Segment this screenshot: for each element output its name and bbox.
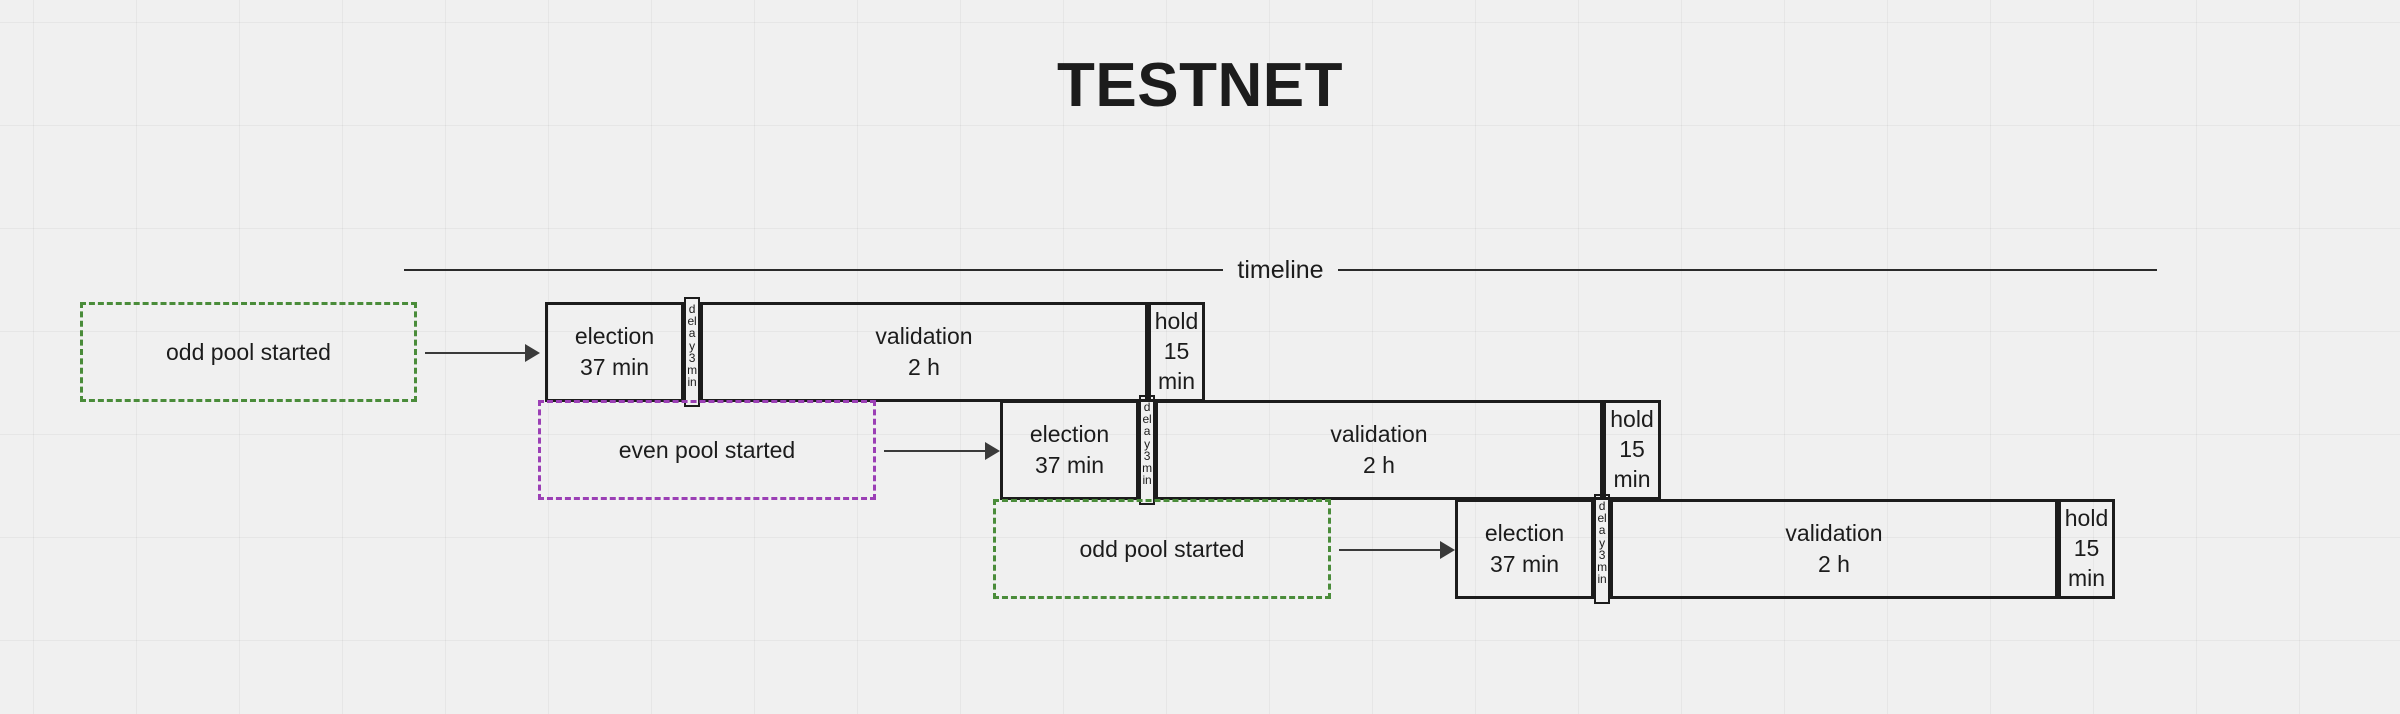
arrow-line [1339, 549, 1441, 551]
phase-duration-value: 15 [1163, 338, 1190, 365]
phase-duration: 37 min [1034, 452, 1105, 478]
phase-election-3[interactable]: election 37 min [1455, 499, 1594, 599]
phase-delay-label: delay 3 min [1142, 400, 1152, 488]
phase-name: validation [875, 322, 973, 349]
pool-note-label: even pool started [618, 436, 796, 463]
pool-note-even-2[interactable]: even pool started [538, 400, 876, 500]
phase-delay-2[interactable]: delay 3 min [1139, 395, 1155, 505]
phase-delay-label: delay 3 min [1597, 499, 1607, 587]
phase-duration: 37 min [579, 354, 650, 380]
phase-duration: 37 min [1489, 551, 1560, 577]
phase-name: hold [1610, 406, 1654, 433]
arrow-line [425, 352, 526, 354]
timeline-row-1: odd pool started election 37 min delay 3… [0, 297, 2400, 407]
phase-name: validation [1785, 519, 1883, 546]
phase-name: hold [2064, 505, 2109, 532]
phase-validation-1[interactable]: validation 2 h [700, 302, 1148, 402]
phase-name: validation [1330, 420, 1428, 447]
pool-note-odd-3[interactable]: odd pool started [993, 499, 1331, 599]
phase-validation-3[interactable]: validation 2 h [1610, 499, 2058, 599]
page-title: TESTNET [1057, 51, 1343, 120]
arrow-head-icon [1440, 541, 1455, 559]
pool-note-odd-1[interactable]: odd pool started [80, 302, 417, 402]
phase-duration-unit: min [1613, 465, 1651, 492]
phase-hold-2[interactable]: hold 15 min [1603, 400, 1661, 500]
arrow-line [884, 450, 986, 452]
arrow-to-election-1 [425, 344, 540, 362]
arrow-head-icon [985, 442, 1000, 460]
phase-name: hold [1154, 308, 1199, 335]
timeline-row-3: odd pool started election 37 min delay 3… [0, 494, 2400, 604]
phase-duration-unit: min [1157, 367, 1196, 394]
phase-hold-3[interactable]: hold 15 min [2058, 499, 2115, 599]
timeline-rule-left [404, 269, 1224, 271]
phase-duration-unit: min [2067, 564, 2106, 591]
phase-duration-value: 15 [1619, 436, 1645, 463]
phase-name: election [1484, 519, 1565, 546]
arrow-to-election-3 [1339, 541, 1455, 559]
phase-delay-1[interactable]: delay 3 min [684, 297, 700, 407]
timeline-axis: timeline [404, 255, 2157, 284]
phase-duration: 2 h [1363, 452, 1395, 478]
phase-hold-1[interactable]: hold 15 min [1148, 302, 1205, 402]
phase-duration: 2 h [908, 354, 940, 380]
phase-election-1[interactable]: election 37 min [545, 302, 684, 402]
phase-election-2[interactable]: election 37 min [1000, 400, 1139, 500]
arrow-head-icon [525, 344, 540, 362]
phase-validation-2[interactable]: validation 2 h [1155, 400, 1603, 500]
phase-duration-value: 15 [2073, 535, 2100, 562]
arrow-to-election-2 [884, 442, 1000, 460]
phase-name: election [574, 322, 655, 349]
timeline-label: timeline [1237, 255, 1324, 284]
phase-name: election [1029, 420, 1110, 447]
phase-delay-label: delay 3 min [687, 302, 697, 390]
pool-note-label: odd pool started [1079, 535, 1245, 562]
timeline-rule-right [1337, 269, 2157, 271]
timeline-row-2: even pool started election 37 min delay … [0, 395, 2400, 505]
phase-delay-3[interactable]: delay 3 min [1594, 494, 1610, 604]
phase-duration: 2 h [1818, 551, 1850, 577]
pool-note-label: odd pool started [166, 338, 331, 365]
